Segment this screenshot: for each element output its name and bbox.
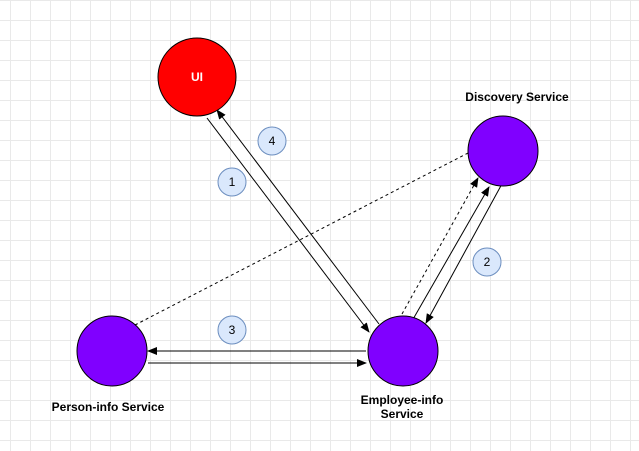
step-badge-4-circle bbox=[257, 126, 287, 156]
employee-info-service-node[interactable] bbox=[367, 315, 439, 387]
employee-to-discovery-arrow bbox=[411, 186, 490, 322]
employee-info-service-label-line1: Employee-info bbox=[361, 393, 444, 407]
discovery-to-employee-arrow bbox=[425, 181, 504, 324]
step-badge-3-label: 3 bbox=[229, 323, 236, 337]
step-badge-1-label: 1 bbox=[229, 175, 236, 189]
employee-info-service-label-line2: Service bbox=[381, 407, 424, 421]
step-badge-2-circle bbox=[472, 247, 502, 277]
step-badge-4: 4 bbox=[257, 126, 287, 156]
discovery-service-node[interactable] bbox=[467, 115, 539, 187]
ui-node-label: UI bbox=[191, 70, 203, 84]
step-badge-2-label: 2 bbox=[484, 255, 491, 269]
step-badge-2: 2 bbox=[472, 247, 502, 277]
step-badge-4-label: 4 bbox=[269, 134, 276, 148]
discovery-service-label: Discovery Service bbox=[465, 90, 569, 104]
step-badge-1-circle bbox=[217, 167, 247, 197]
step-badge-1: 1 bbox=[217, 167, 247, 197]
ui-to-employee-arrow bbox=[206, 117, 370, 333]
employee-to-ui-arrow bbox=[216, 109, 380, 325]
employee-to-discovery-dashed-arrow bbox=[401, 177, 479, 315]
step-badge-3-circle bbox=[217, 315, 247, 345]
person-to-discovery-dashed-line bbox=[134, 151, 471, 326]
person-info-service-node[interactable] bbox=[76, 315, 148, 387]
step-badge-3: 3 bbox=[217, 315, 247, 345]
ui-node[interactable] bbox=[157, 37, 237, 117]
person-info-service-label: Person-info Service bbox=[52, 400, 165, 414]
